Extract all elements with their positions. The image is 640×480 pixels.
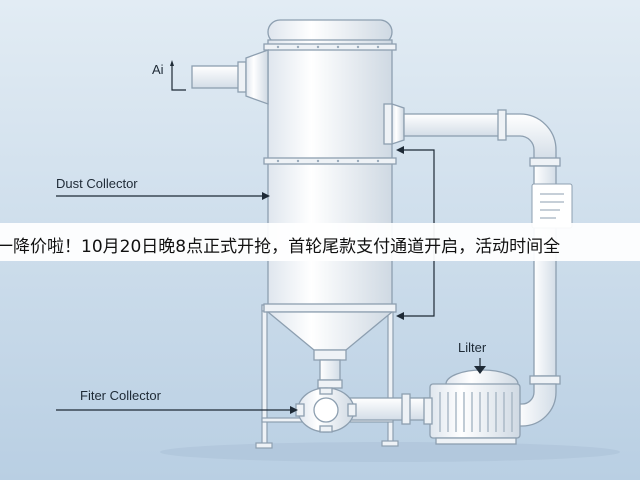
filter-collector [295,379,357,433]
air-inlet-pipe [191,49,269,105]
floor-shadow [160,442,620,462]
promo-banner [0,223,640,261]
lifter-unit [423,369,521,445]
label-filter-collector: Fiter Collector [80,388,161,403]
label-air: Ai [152,62,164,77]
label-dust-collector: Dust Collector [56,176,138,191]
arrow-heads [170,60,486,414]
document-icon [531,183,573,229]
dust-collector-vessel [263,19,397,381]
vessel-rivets [276,45,380,163]
promo-banner-text: 一降价啦！10月20日晚8点正式开抢，首轮尾款支付通道开启，活动时间全 [0,237,561,257]
label-lifter: Lilter [458,340,487,355]
